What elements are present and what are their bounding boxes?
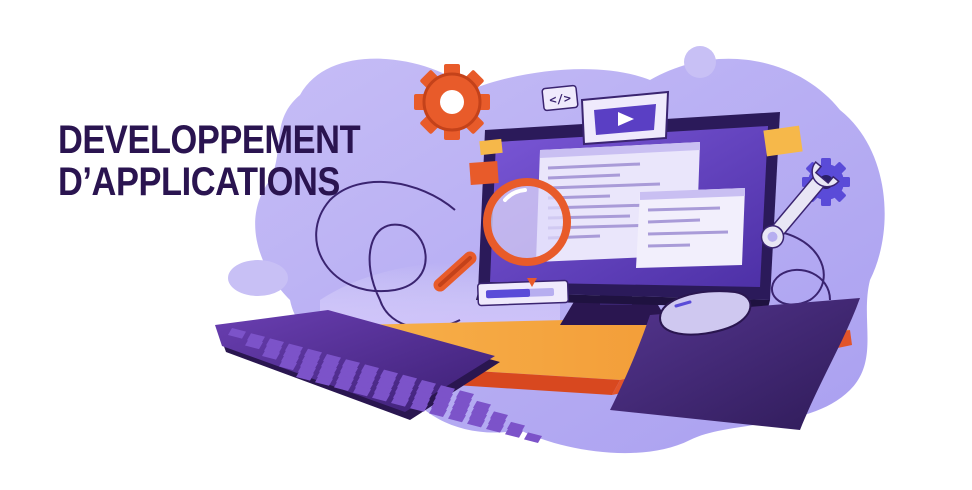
headline-line-1: DEVELOPPEMENT bbox=[58, 118, 361, 162]
sticky-note-left-2 bbox=[469, 161, 499, 185]
keyboard-key bbox=[486, 422, 504, 433]
keyboard-icon bbox=[215, 310, 542, 443]
cable-left bbox=[315, 180, 461, 330]
background-blob-small bbox=[228, 260, 288, 296]
sticky-note-left bbox=[479, 138, 503, 156]
keyboard-key bbox=[448, 411, 466, 423]
keyboard-key bbox=[245, 338, 263, 350]
keyboard-key bbox=[228, 328, 246, 339]
cable-right bbox=[759, 229, 831, 306]
keyboard-key bbox=[410, 401, 428, 412]
keyboard-key bbox=[279, 359, 297, 371]
keyboard-key bbox=[296, 370, 314, 381]
gear-icon bbox=[414, 64, 490, 140]
keyboard-key bbox=[372, 390, 390, 402]
keyboard-key bbox=[524, 432, 542, 443]
progress-bar bbox=[476, 278, 570, 307]
keyboard-key bbox=[391, 396, 409, 407]
code-window-secondary bbox=[636, 188, 745, 268]
mouse-icon bbox=[658, 290, 752, 336]
code-icon: </> bbox=[541, 84, 579, 112]
keyboard-key bbox=[315, 375, 333, 386]
keyboard-key bbox=[353, 385, 371, 397]
code-tag-label: </> bbox=[549, 91, 572, 107]
background-bubble bbox=[684, 46, 716, 78]
magnifier-icon bbox=[433, 178, 571, 292]
keyboard-key bbox=[429, 406, 447, 417]
sticky-note-right bbox=[763, 125, 803, 157]
play-icon bbox=[580, 90, 670, 146]
keyboard-key bbox=[467, 416, 485, 428]
keyboard-key bbox=[505, 427, 523, 438]
headline-line-2: D’APPLICATIONS bbox=[58, 160, 340, 204]
keyboard-key bbox=[262, 349, 280, 360]
keyboard-key bbox=[334, 380, 352, 391]
wrench-icon bbox=[760, 160, 840, 249]
